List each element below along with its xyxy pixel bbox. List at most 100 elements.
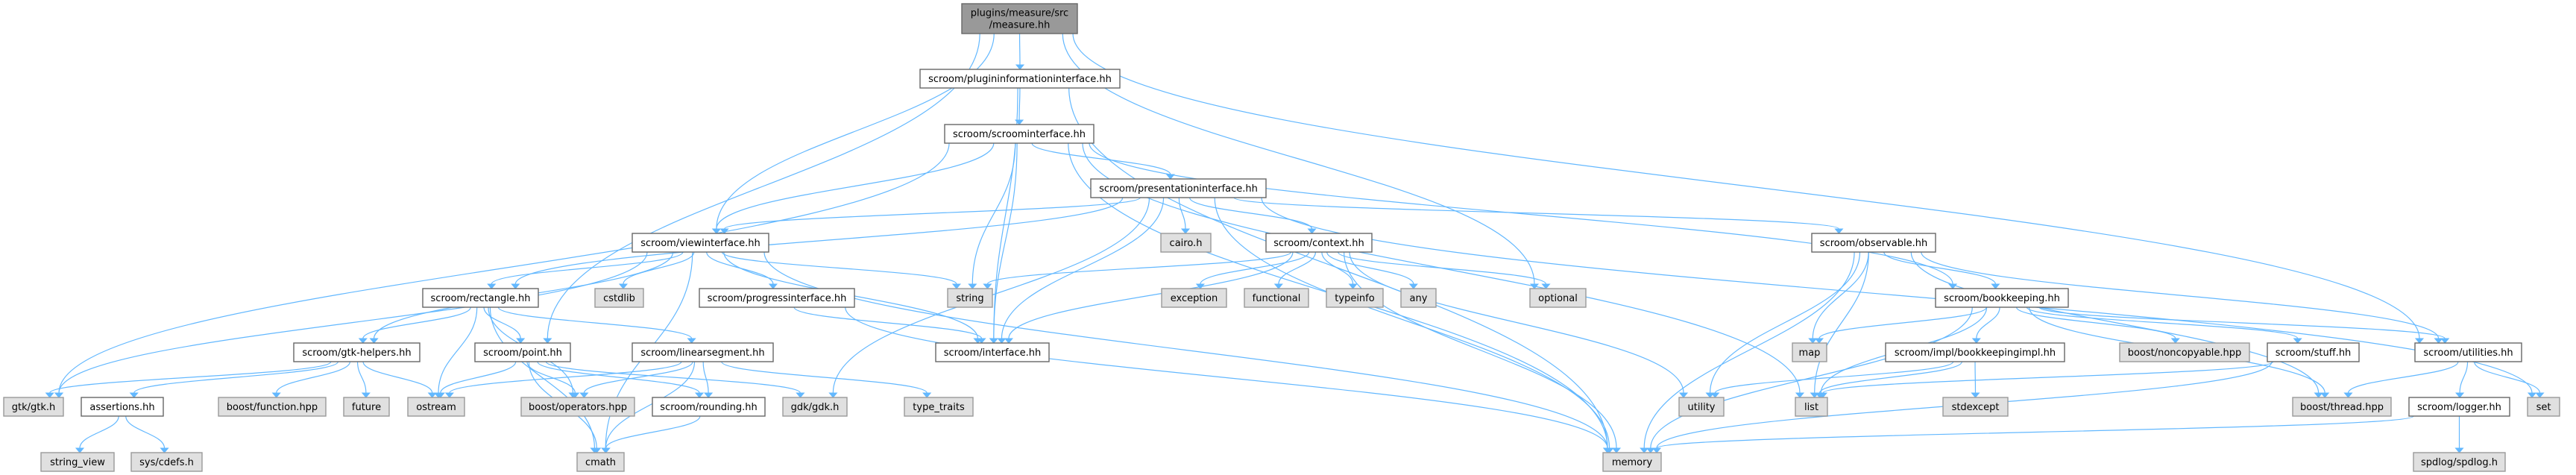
node-list[interactable]: list xyxy=(1795,397,1828,417)
node-assertions[interactable]: assertions.hh xyxy=(81,397,164,417)
node-box xyxy=(935,342,1050,362)
arrowhead-rounding-to-cmath xyxy=(601,447,611,453)
node-box xyxy=(1792,342,1827,362)
node-interface[interactable]: scroom/interface.hh xyxy=(935,342,1050,362)
node-box xyxy=(422,288,539,308)
node-optional[interactable]: optional xyxy=(1529,288,1587,308)
node-stuff[interactable]: scroom/stuff.hh xyxy=(2267,342,2360,362)
node-string[interactable]: string xyxy=(947,288,993,308)
node-linearsegment[interactable]: scroom/linearsegment.hh xyxy=(632,342,774,362)
node-gdk[interactable]: gdk/gdk.h xyxy=(782,397,848,417)
node-observable[interactable]: scroom/observable.hh xyxy=(1811,233,1936,253)
edge-stuff-to-list xyxy=(1822,361,2274,394)
node-bookkeeping[interactable]: scroom/bookkeeping.hh xyxy=(1935,288,2069,308)
edge-assertions-to-stringview xyxy=(79,415,119,449)
node-map[interactable]: map xyxy=(1792,342,1827,362)
arrowhead-viewinterface-to-progressinterface xyxy=(768,283,778,289)
node-rounding[interactable]: scroom/rounding.hh xyxy=(652,397,766,417)
node-box xyxy=(2267,342,2360,362)
node-box xyxy=(919,69,1121,89)
node-spdlog[interactable]: spdlog/spdlog.h xyxy=(2413,452,2506,472)
arrowhead-measure-to-point xyxy=(543,338,552,344)
node-boostoperators[interactable]: boost/operators.hpp xyxy=(520,397,635,417)
node-stdexcept[interactable]: stdexcept xyxy=(1942,397,2009,417)
arrowhead-observable-to-map xyxy=(1808,338,1818,344)
node-functional[interactable]: functional xyxy=(1244,288,1309,308)
node-scroominterface[interactable]: scroom/scroominterface.hh xyxy=(944,124,1095,144)
arrowhead-assertions-to-stringview xyxy=(75,447,85,453)
arrowhead-context-to-typeinfo xyxy=(1348,283,1358,289)
node-progressinterface[interactable]: scroom/progressinterface.hh xyxy=(699,288,855,308)
node-box xyxy=(474,342,571,362)
arrowhead-progressinterface-to-interface xyxy=(977,338,986,344)
node-point[interactable]: scroom/point.hh xyxy=(474,342,571,362)
node-label: scroom/rectangle.hh xyxy=(431,293,531,304)
node-cstdlib[interactable]: cstdlib xyxy=(594,288,644,308)
arrowhead-point-to-cmath xyxy=(592,447,602,453)
node-label: scroom/presentationinterface.hh xyxy=(1099,183,1258,195)
node-label: scroom/scroominterface.hh xyxy=(953,129,1086,140)
arrowhead-observable-to-bookkeeping xyxy=(1991,283,2000,289)
node-label: sys/cdefs.h xyxy=(139,457,194,468)
node-measure[interactable]: plugins/measure/src/measure.hh xyxy=(961,3,1078,34)
node-box xyxy=(1161,288,1227,308)
arrowhead-gtkhelpers-to-future xyxy=(361,392,371,398)
node-box xyxy=(632,233,769,253)
node-label: type_traits xyxy=(913,402,965,413)
node-label: scroom/logger.hh xyxy=(2417,402,2501,413)
node-set[interactable]: set xyxy=(2527,397,2560,417)
node-label: future xyxy=(352,402,381,413)
arrowhead-viewinterface-to-string xyxy=(951,283,961,289)
node-label: scroom/viewinterface.hh xyxy=(640,238,760,249)
arrowhead-context-to-optional xyxy=(1541,283,1551,289)
node-utilities[interactable]: scroom/utilities.hh xyxy=(2414,342,2522,362)
edge-presentationinterface-to-rectangle xyxy=(514,197,1124,285)
edge-point-to-gdk xyxy=(545,361,801,394)
node-rectangle[interactable]: scroom/rectangle.hh xyxy=(422,288,539,308)
arrowhead-context-to-utility xyxy=(1678,392,1689,398)
node-viewinterface[interactable]: scroom/viewinterface.hh xyxy=(632,233,769,253)
node-boostfunction[interactable]: boost/function.hpp xyxy=(218,397,327,417)
node-exception[interactable]: exception xyxy=(1161,288,1227,308)
node-utility[interactable]: utility xyxy=(1678,397,1725,417)
arrowhead-measure-to-utilities xyxy=(2414,338,2425,344)
node-plugininfo[interactable]: scroom/plugininformationinterface.hh xyxy=(919,69,1121,89)
node-box xyxy=(576,452,625,472)
node-bookkeepingimpl[interactable]: scroom/impl/bookkeepingimpl.hh xyxy=(1885,342,2065,362)
node-context[interactable]: scroom/context.hh xyxy=(1265,233,1373,253)
node-any[interactable]: any xyxy=(1400,288,1437,308)
edge-presentationinterface-to-observable xyxy=(1233,197,1839,230)
node-box xyxy=(3,397,64,417)
node-stringview[interactable]: string_view xyxy=(40,452,115,472)
node-presentationinterface[interactable]: scroom/presentationinterface.hh xyxy=(1090,178,1267,198)
node-noncopyable[interactable]: boost/noncopyable.hpp xyxy=(2119,342,2250,362)
node-logger[interactable]: scroom/logger.hh xyxy=(2408,397,2510,417)
edge-presentationinterface-to-viewinterface xyxy=(723,197,1141,230)
node-typetraits[interactable]: type_traits xyxy=(904,397,974,417)
edge-measure-to-utilities xyxy=(1072,33,2420,339)
node-label: list xyxy=(1804,402,1818,413)
node-label: any xyxy=(1410,293,1428,304)
arrowhead-point-to-rounding xyxy=(694,392,705,398)
node-label: functional xyxy=(1253,293,1301,304)
node-gtk[interactable]: gtk/gtk.h xyxy=(3,397,64,417)
node-gtkhelpers[interactable]: scroom/gtk-helpers.hh xyxy=(293,342,421,362)
node-ostream[interactable]: ostream xyxy=(407,397,465,417)
node-cdefs[interactable]: sys/cdefs.h xyxy=(130,452,203,472)
edge-plugininfo-to-scroominterface xyxy=(1018,87,1021,121)
node-box xyxy=(699,288,855,308)
node-cairo[interactable]: cairo.h xyxy=(1160,233,1212,253)
node-typeinfo[interactable]: typeinfo xyxy=(1326,288,1384,308)
edge-viewinterface-to-string xyxy=(721,251,957,285)
node-future[interactable]: future xyxy=(343,397,390,417)
node-cmath[interactable]: cmath xyxy=(576,452,625,472)
node-box xyxy=(407,397,465,417)
node-box xyxy=(2527,397,2560,417)
arrowhead-measure-to-plugininfo xyxy=(1015,64,1025,70)
node-memory[interactable]: memory xyxy=(1602,452,1662,472)
node-label: assertions.hh xyxy=(89,402,154,413)
arrowhead-observable-to-memory xyxy=(1640,447,1649,453)
arrowhead-bookkeeping-to-memory xyxy=(1646,447,1655,453)
node-boostthread[interactable]: boost/thread.hpp xyxy=(2292,397,2392,417)
node-label: scroom/progressinterface.hh xyxy=(708,293,847,304)
